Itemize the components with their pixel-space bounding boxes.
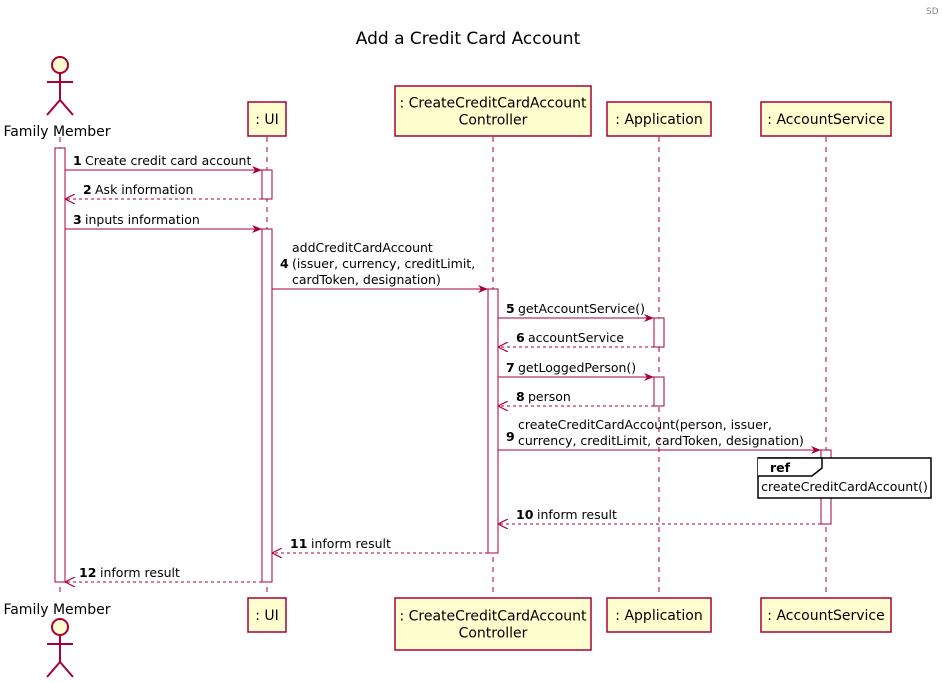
message-label: accountService (528, 330, 624, 345)
actor-leg-left (46, 99, 61, 116)
message-number: 4 (280, 256, 289, 271)
message-label: person (528, 389, 571, 404)
message-number: 8 (516, 389, 525, 404)
participant-label: : Application (615, 112, 702, 128)
participant-label: : AccountService (767, 608, 884, 624)
ref-box (757, 457, 932, 499)
participant-box (606, 597, 712, 633)
diagram-title: Add a Credit Card Account (356, 29, 581, 49)
message-11: 11 inform result (272, 536, 488, 553)
message-label: inform result (537, 507, 617, 522)
participant-app-head: : Application (606, 101, 712, 137)
message-label: addCreditCardAccount (292, 240, 433, 255)
participant-box (760, 597, 892, 633)
message-number: 10 (516, 507, 534, 522)
participant-label: Controller (459, 113, 528, 129)
ref-tab (758, 457, 823, 477)
message-label: getAccountService() (518, 301, 645, 316)
message-number: 1 (73, 153, 82, 168)
actor-name-top: Family Member (3, 124, 110, 140)
message-label: currency, creditLimit, cardToken, design… (518, 433, 804, 448)
actor-head-circle (51, 618, 69, 636)
participant-box (394, 597, 592, 651)
activation-bar-app (653, 376, 665, 407)
message-number: 3 (73, 212, 82, 227)
message-label: Ask information (95, 182, 193, 197)
participant-label: : Application (615, 608, 702, 624)
ref-label: ref (770, 460, 791, 475)
message-label: inputs information (85, 212, 200, 227)
activation-bar-actor (54, 147, 66, 583)
message-label: inform result (311, 536, 391, 551)
message-label: Create credit card account (85, 153, 251, 168)
participant-label: : CreateCreditCardAccount (399, 96, 587, 112)
message-label: inform result (100, 565, 180, 580)
participant-svc-foot: : AccountService (760, 597, 892, 633)
corner-tag: SD (926, 7, 939, 17)
lifelines (59, 137, 827, 597)
ref-frame: ref createCreditCardAccount() (757, 457, 932, 499)
activation-bar-ui (261, 228, 273, 583)
participant-ui-head: : UI (247, 101, 287, 137)
actor-leg-right (59, 661, 74, 678)
message-number: 7 (506, 360, 515, 375)
message-number: 9 (506, 429, 515, 444)
activation-bar-app (653, 317, 665, 348)
message-number: 6 (516, 330, 525, 345)
message-label: getLoggedPerson() (518, 360, 636, 375)
participant-box (760, 101, 892, 137)
participant-label: : UI (255, 608, 279, 624)
message-label: (issuer, currency, creditLimit, (292, 256, 475, 271)
message-number: 11 (290, 536, 307, 551)
message-12: 12 inform result (65, 565, 262, 582)
message-number: 2 (83, 182, 92, 197)
participant-label: : UI (255, 112, 279, 128)
activation-bar-controller (487, 288, 499, 554)
actor-name-bottom: Family Member (3, 602, 110, 618)
participant-box (394, 85, 592, 137)
message-number: 12 (79, 565, 96, 580)
participant-ui-foot: : UI (247, 597, 287, 633)
participant-label: Controller (459, 626, 528, 642)
ref-text: createCreditCardAccount() (761, 479, 928, 494)
participant-box (247, 597, 287, 633)
actor-leg-right (59, 99, 74, 116)
actor-leg-left (46, 661, 61, 678)
participant-box (606, 101, 712, 137)
activation-bar-ui (261, 169, 273, 200)
participant-svc-head: : AccountService (760, 101, 892, 137)
participant-label: : AccountService (767, 112, 884, 128)
participant-label: : CreateCreditCardAccount (399, 609, 587, 625)
participant-box (247, 101, 287, 137)
participant-app-foot: : Application (606, 597, 712, 633)
actor-icon-top (46, 56, 74, 116)
message-label: cardToken, designation) (292, 272, 441, 287)
actor-head-circle (51, 56, 69, 74)
actor-icon-bottom (46, 618, 74, 678)
message-number: 5 (506, 301, 515, 316)
message-label: createCreditCardAccount(person, issuer, (518, 417, 772, 432)
